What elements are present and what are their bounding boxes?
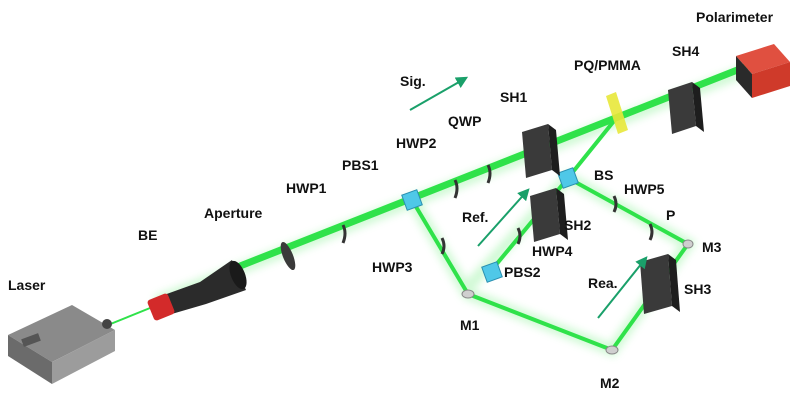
beam-pbs1-to-m1 (410, 198, 470, 296)
m1-component (461, 289, 475, 299)
label-aperture: Aperture (204, 205, 263, 221)
label-hwp1: HWP1 (286, 180, 327, 196)
qwp-component (486, 164, 492, 184)
m2-component (605, 345, 619, 355)
beam-splitters (401, 167, 579, 283)
label-m3: M3 (702, 239, 722, 255)
sig-arrow (409, 76, 469, 111)
pbs1-component (401, 189, 423, 211)
label-be: BE (138, 227, 157, 243)
beam-m3-to-bs (566, 176, 690, 246)
label-qwp: QWP (448, 113, 481, 129)
label-hwp2: HWP2 (396, 135, 437, 151)
label-sh4: SH4 (672, 43, 699, 59)
label-sh3: SH3 (684, 281, 711, 297)
pq-pmma-sample (606, 92, 628, 134)
label-rea: Rea. (588, 275, 618, 291)
label-ref: Ref. (462, 209, 488, 225)
label-m2: M2 (600, 375, 620, 391)
waveplates (341, 164, 654, 255)
pbs2-component (481, 261, 503, 283)
hwp4-component (516, 227, 522, 245)
beam-m1-to-m2 (466, 292, 614, 352)
beam-bs-to-sample (566, 114, 620, 180)
sh2-component (530, 188, 568, 242)
hwp3-component (440, 237, 446, 255)
label-hwp3: HWP3 (372, 259, 413, 275)
label-sig: Sig. (400, 73, 426, 89)
label-hwp4: HWP4 (532, 243, 573, 259)
sh1-component (522, 124, 560, 178)
label-laser: Laser (8, 277, 46, 293)
beam-laser-to-be (107, 305, 156, 326)
label-hwp5: HWP5 (624, 181, 665, 197)
m3-component (682, 239, 694, 249)
hwp2-component (453, 179, 459, 199)
shutters (522, 82, 704, 314)
label-pbs1: PBS1 (342, 157, 379, 173)
hwp5-component (612, 195, 618, 213)
component-labels: Laser BE Aperture HWP1 PBS1 HWP2 QWP SH1… (8, 9, 774, 391)
laser-device (8, 305, 115, 384)
bs-component (557, 167, 579, 189)
mirrors (461, 239, 694, 355)
sh3-component (640, 254, 680, 314)
ref-arrow (477, 188, 530, 247)
hwp1-component (341, 224, 347, 244)
label-pbs2: PBS2 (504, 264, 541, 280)
sh4-component (668, 82, 704, 134)
label-polarimeter: Polarimeter (696, 9, 774, 25)
label-bs: BS (594, 167, 613, 183)
beam-expander (147, 260, 247, 321)
polarimeter-device (736, 44, 790, 98)
rea-arrow (597, 256, 648, 319)
p-component (648, 223, 654, 241)
aperture-component (280, 241, 296, 271)
label-sh1: SH1 (500, 89, 527, 105)
label-pq-pmma: PQ/PMMA (574, 57, 641, 73)
direction-arrows (409, 76, 648, 319)
label-p: P (666, 207, 675, 223)
label-sh2: SH2 (564, 217, 591, 233)
label-m1: M1 (460, 317, 480, 333)
